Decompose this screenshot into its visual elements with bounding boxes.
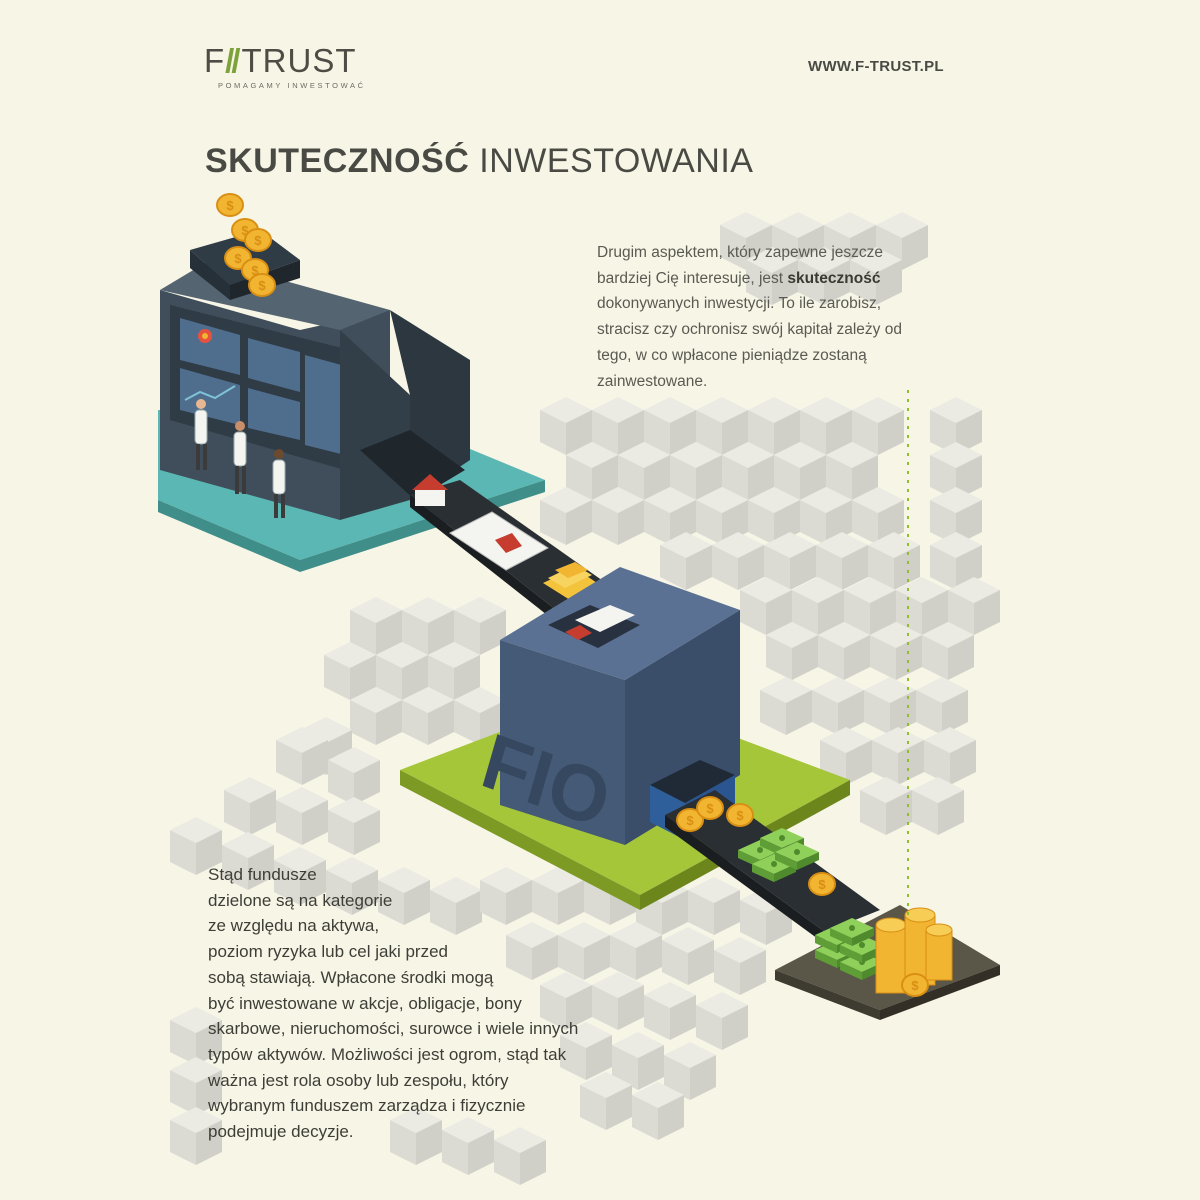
intro-before: Drugim aspektem, który zapewne jeszcze b… [597, 244, 884, 287]
intro-emphasis: skuteczność [787, 269, 881, 287]
brand-name-suffix: TRUST [241, 42, 357, 79]
brand-logo[interactable]: F//TRUST POMAGAMY INWESTOWAĆ [204, 44, 366, 90]
brand-tagline: POMAGAMY INWESTOWAĆ [218, 81, 366, 90]
body-line: ze względu na aktywa, [208, 916, 380, 936]
brand-name-prefix: F [204, 42, 226, 79]
title-bold: SKUTECZNOŚĆ [205, 142, 470, 180]
body-line: być inwestowane w akcje, obligacje, bony [208, 993, 522, 1013]
scientists [194, 399, 286, 518]
page-title: SKUTECZNOŚĆ INWESTOWANIA [205, 142, 753, 181]
website-link[interactable]: WWW.F-TRUST.PL [808, 58, 944, 75]
body-line: dzielone są na kategorie [208, 890, 393, 910]
body-line: typów aktywów. Możliwości jest ogrom, st… [208, 1044, 567, 1064]
body-line: poziom ryzyka lub cel jaki przed [208, 942, 448, 962]
body-line: wybranym funduszem zarządza i fizycznie [208, 1096, 526, 1116]
intro-after: dokonywanych inwestycji. To ile zarobisz… [597, 295, 902, 390]
body-line: sobą stawiają. Wpłacone środki mogą [208, 967, 494, 987]
coin-stacks [875, 907, 953, 997]
body-line: skarbowe, nieruchomości, surowce i wiele… [208, 1019, 579, 1039]
document-item [449, 511, 549, 571]
analysis-machine [160, 230, 470, 520]
body-line: podejmuje decyzje. [208, 1122, 354, 1142]
brand-name-slash: // [225, 42, 240, 79]
intro-paragraph: Drugim aspektem, który zapewne jeszcze b… [597, 240, 927, 394]
body-paragraph: Stąd fundusze dzielone są na kategorie z… [208, 862, 648, 1145]
brand-wordmark: F//TRUST [204, 44, 366, 77]
body-line: ważna jest rola osoby lub zespołu, który [208, 1070, 509, 1090]
house-item [412, 474, 448, 506]
body-line: Stąd fundusze [208, 865, 317, 884]
title-light: INWESTOWANIA [469, 142, 754, 180]
